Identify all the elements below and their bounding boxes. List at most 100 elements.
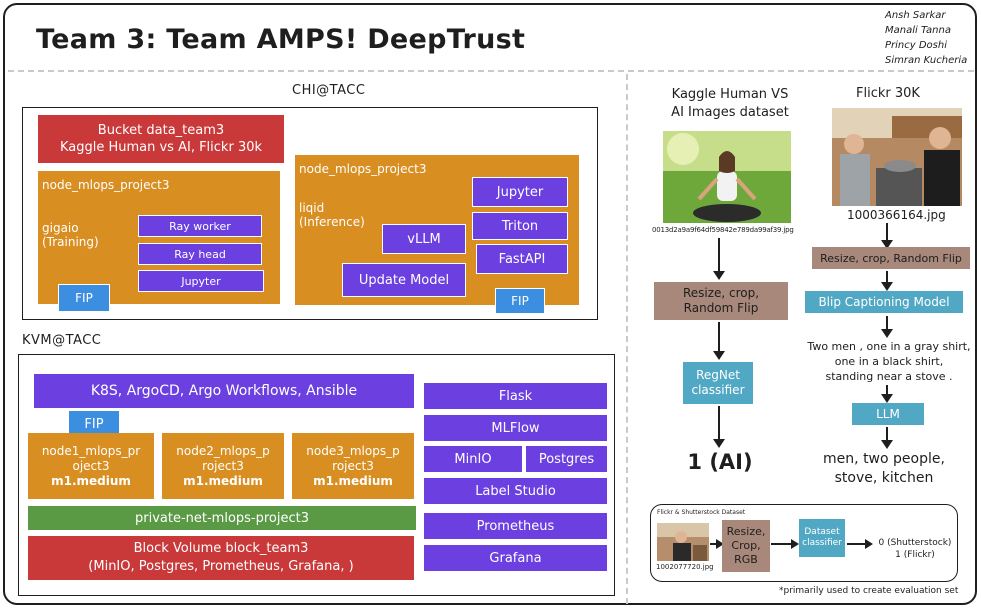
postgres-box: Postgres	[526, 446, 607, 472]
update-model-box: Update Model	[342, 263, 466, 297]
diagram-frame	[3, 3, 977, 605]
page-title: Team 3: Team AMPS! DeepTrust	[36, 24, 526, 55]
block-volume-name: Block Volume block_team3	[133, 541, 309, 556]
arrow-right-icon	[771, 539, 799, 549]
kaggle-dataset-title: Kaggle Human VS AI Images dataset	[650, 86, 810, 122]
authors-list: Ansh Sarkar Manali Tanna Princy Doshi Si…	[885, 8, 967, 68]
inference-node-name: node_mlops_project3	[299, 162, 427, 176]
evaluation-pipeline-container	[650, 504, 958, 582]
eval-transform-line: Crop,	[731, 539, 761, 552]
training-node-name: node_mlops_project3	[42, 178, 170, 192]
bucket-name: Bucket data_team3	[97, 123, 225, 138]
kaggle-output-label: 1 (AI)	[687, 450, 753, 474]
flickr-sample-image	[832, 108, 962, 206]
flask-box: Flask	[424, 383, 607, 409]
kaggle-sample-image	[663, 131, 791, 223]
kvm-container	[18, 354, 615, 596]
chi-container	[22, 107, 598, 320]
eval-transform-line: RGB	[734, 553, 758, 566]
section-divider	[626, 74, 628, 604]
eval-output-line: 0 (Shutterstock)	[878, 538, 952, 548]
kvm-node-name: node1_mlops_pr	[41, 443, 141, 458]
kvm-node-name: node3_mlops_p	[306, 443, 400, 458]
kaggle-title-line: AI Images dataset	[671, 105, 789, 120]
ray-head-box: Ray head	[138, 243, 262, 265]
fastapi-box: FastAPI	[476, 244, 568, 274]
vllm-box: vLLM	[382, 224, 466, 254]
kvm-node-2: node2_mlops_p roject3 m1.medium	[162, 433, 284, 499]
regnet-label: classifier	[691, 383, 745, 397]
dataset-classifier-box: Dataset classifier	[799, 519, 845, 557]
k8s-box: K8S, ArgoCD, Argo Workflows, Ansible	[34, 374, 414, 408]
eval-output-line: 1 (Flickr)	[895, 550, 935, 560]
flickr-transform-box: Resize, crop, Random Flip	[812, 247, 970, 269]
kaggle-transform-line: Random Flip	[683, 301, 759, 315]
arrow-down-icon	[881, 223, 893, 249]
training-fip-box: FIP	[58, 284, 110, 312]
kvm-node-name: roject3	[202, 458, 244, 473]
author-name: Simran Kucheria	[885, 55, 968, 66]
eval-sample-image	[657, 523, 709, 561]
kaggle-image-filename: 0013d2a9a9f64df59842e789da99af39.jpg	[652, 226, 794, 234]
arrow-down-icon	[881, 385, 893, 403]
training-node-hw: gigaio	[42, 221, 79, 235]
author-name: Manali Tanna	[885, 25, 951, 36]
regnet-classifier-box: RegNet classifier	[683, 362, 753, 404]
inference-jupyter-box: Jupyter	[472, 177, 568, 207]
dataset-classifier-label: classifier	[802, 538, 842, 548]
caption-line: standing near a stove .	[825, 370, 953, 383]
block-volume-contents: (MinIO, Postgres, Prometheus, Grafana, )	[88, 559, 354, 574]
eval-output-labels: 0 (Shutterstock) 1 (Flickr)	[872, 537, 958, 561]
arrow-down-icon	[881, 271, 893, 291]
inference-fip-box: FIP	[495, 288, 545, 314]
bucket-datasets: Kaggle Human vs AI, Flickr 30k	[59, 140, 263, 155]
training-jupyter-box: Jupyter	[138, 270, 264, 292]
inference-node-hw: liqid	[299, 201, 325, 215]
mlflow-box: MLFlow	[424, 415, 607, 441]
arrow-down-icon	[713, 238, 725, 280]
llm-box: LLM	[852, 403, 924, 425]
grafana-box: Grafana	[424, 545, 607, 571]
eval-dataset-title: Flickr & Shutterstock Dataset	[657, 509, 746, 516]
footnote: *primarily used to create evaluation set	[779, 586, 959, 596]
ray-worker-box: Ray worker	[138, 215, 262, 237]
arrow-down-icon	[713, 322, 725, 360]
eval-transform-line: Resize,	[726, 525, 766, 538]
eval-image-filename: 1002077720.jpg	[656, 563, 714, 571]
arrow-down-icon	[881, 427, 893, 449]
flickr-dataset-title: Flickr 30K	[856, 86, 920, 101]
bucket-box: Bucket data_team3 Kaggle Human vs AI, Fl…	[38, 115, 284, 163]
block-volume-box: Block Volume block_team3 (MinIO, Postgre…	[28, 536, 414, 580]
inference-node-purpose: (Inference)	[299, 215, 365, 229]
output-tag-line: men, two people,	[823, 451, 945, 467]
chi-section-label: CHI@TACC	[292, 83, 366, 98]
dataset-classifier-label: Dataset	[804, 527, 840, 537]
flickr-image-filename: 1000366164.jpg	[847, 208, 946, 222]
arrow-right-icon	[710, 539, 724, 549]
private-network-box: private-net-mlops-project3	[28, 506, 416, 530]
blip-captioning-box: Blip Captioning Model	[805, 291, 963, 313]
regnet-label: RegNet	[696, 368, 740, 382]
author-name: Ansh Sarkar	[885, 10, 946, 21]
inference-node-role: liqid (Inference)	[299, 201, 365, 229]
flickr-caption-text: Two men , one in a gray shirt, one in a …	[802, 339, 976, 384]
arrow-down-icon	[713, 406, 725, 448]
kvm-node-flavor: m1.medium	[183, 473, 263, 488]
kvm-node-name: roject3	[332, 458, 374, 473]
kaggle-transform-line: Resize, crop,	[682, 286, 760, 300]
kaggle-title-line: Kaggle Human VS	[671, 87, 789, 102]
kvm-node-1: node1_mlops_pr oject3 m1.medium	[28, 433, 154, 499]
kvm-node-name: node2_mlops_p	[176, 443, 270, 458]
kvm-node-3: node3_mlops_p roject3 m1.medium	[292, 433, 414, 499]
caption-line: Two men , one in a gray shirt,	[807, 340, 971, 353]
eval-transform-box: Resize, Crop, RGB	[722, 520, 770, 572]
flickr-output-tags: men, two people, stove, kitchen	[808, 450, 960, 488]
prometheus-box: Prometheus	[424, 513, 607, 539]
kaggle-transform-box: Resize, crop, Random Flip	[654, 282, 788, 320]
kvm-section-label: KVM@TACC	[22, 333, 102, 348]
kvm-node-name: oject3	[72, 458, 110, 473]
triton-box: Triton	[472, 212, 568, 240]
kvm-node-flavor: m1.medium	[51, 473, 131, 488]
header-divider	[8, 70, 974, 72]
label-studio-box: Label Studio	[424, 478, 607, 504]
